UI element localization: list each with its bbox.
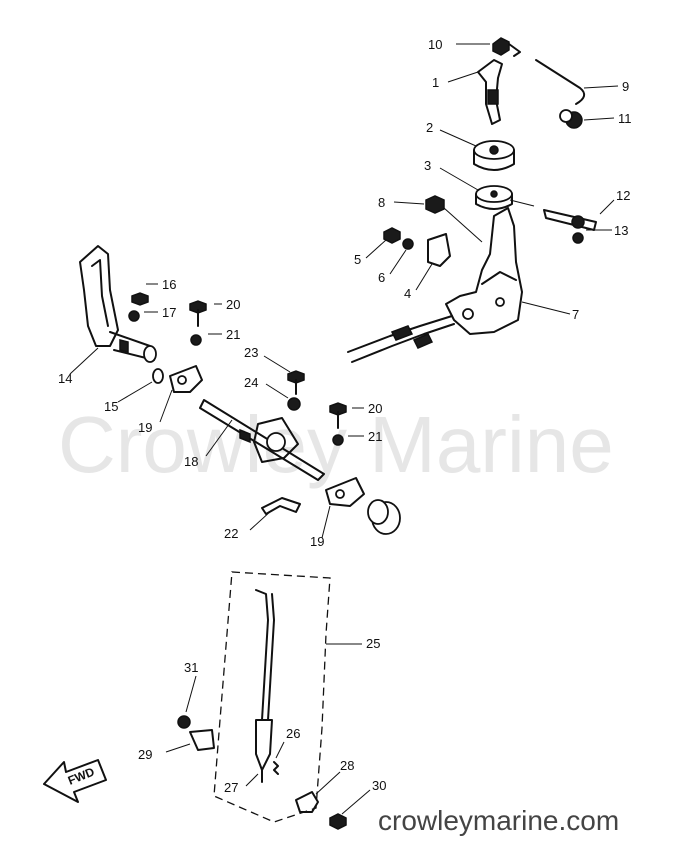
callout-28: 28 <box>340 758 354 773</box>
callout-labels: 10 1 9 11 2 3 12 8 13 5 6 4 7 16 17 20 1… <box>58 37 632 795</box>
knob <box>367 499 401 535</box>
part-26-spring <box>273 761 279 775</box>
callout-19-lower: 19 <box>310 534 324 549</box>
callout-3: 3 <box>424 158 431 173</box>
part-4-bracket <box>427 233 451 267</box>
fwd-arrow-icon: FWD <box>43 759 107 803</box>
callout-18: 18 <box>184 454 198 469</box>
callout-23: 23 <box>244 345 258 360</box>
part-5-bolt <box>383 227 401 244</box>
callout-24: 24 <box>244 375 258 390</box>
left-lever <box>69 245 164 403</box>
callout-26: 26 <box>286 726 300 741</box>
part-20-bolt-upper <box>189 300 207 314</box>
callout-20-lower: 20 <box>368 401 382 416</box>
rod-group: FWD <box>43 571 371 830</box>
callout-19-upper: 19 <box>138 420 152 435</box>
callout-11: 11 <box>618 111 632 126</box>
part-29-clip <box>189 729 215 751</box>
part-16-bolt <box>131 292 149 306</box>
callout-14: 14 <box>58 371 72 386</box>
part-10-nut <box>492 37 510 56</box>
callout-12: 12 <box>616 188 630 203</box>
footer-url: crowleymarine.com <box>378 805 619 836</box>
part-20-bolt-lower <box>329 402 347 416</box>
callout-1: 1 <box>432 75 439 90</box>
callout-8: 8 <box>378 195 385 210</box>
part-28-clip <box>295 791 319 813</box>
callout-30: 30 <box>372 778 386 793</box>
part-8-nut <box>425 195 445 214</box>
callout-5: 5 <box>354 252 361 267</box>
part-14-lever <box>79 245 119 347</box>
callout-7: 7 <box>572 307 579 322</box>
part-31-nut <box>177 715 191 729</box>
callout-6: 6 <box>378 270 385 285</box>
part-7-bracket <box>445 207 523 335</box>
part-13-clip <box>571 215 585 229</box>
part-21-washer-upper <box>190 334 202 346</box>
callout-21-lower: 21 <box>368 429 382 444</box>
callout-27: 27 <box>224 780 238 795</box>
part-19-arm-upper <box>169 365 203 393</box>
part-1-lever <box>477 59 503 125</box>
part-21-washer-lower <box>332 434 344 446</box>
part-23-bolt <box>287 370 305 384</box>
part-9-rod <box>535 59 586 105</box>
callout-20-upper: 20 <box>226 297 240 312</box>
part-12-link <box>543 209 597 231</box>
callout-10: 10 <box>428 37 442 52</box>
callout-25: 25 <box>366 636 380 651</box>
callout-31: 31 <box>184 660 198 675</box>
callout-13: 13 <box>614 223 628 238</box>
callout-29: 29 <box>138 747 152 762</box>
part-6-washer <box>402 238 414 250</box>
part-17-washer <box>128 310 140 322</box>
shaft-assembly <box>159 300 401 539</box>
upper-linkage <box>347 37 619 363</box>
part-18-shaft <box>199 399 325 481</box>
callout-22: 22 <box>224 526 238 541</box>
callout-17: 17 <box>162 305 176 320</box>
part-25-outline <box>213 571 331 823</box>
callout-15: 15 <box>104 399 118 414</box>
callout-9: 9 <box>622 79 629 94</box>
part-30-screw <box>329 813 347 830</box>
callout-2: 2 <box>426 120 433 135</box>
callout-4: 4 <box>404 286 411 301</box>
callout-21-upper: 21 <box>226 327 240 342</box>
part-15-clip <box>152 368 164 384</box>
callout-16: 16 <box>162 277 176 292</box>
part-22-bracket <box>261 497 301 515</box>
part-25-rod <box>255 589 269 721</box>
part-19-arm-lower <box>325 477 365 507</box>
part-24-washer <box>287 397 301 411</box>
